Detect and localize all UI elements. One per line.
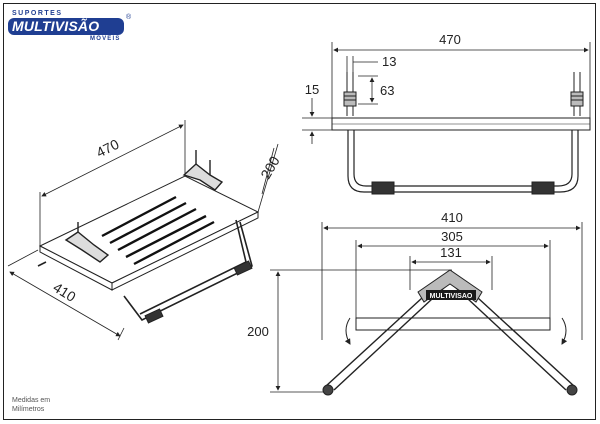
front-upright-left bbox=[343, 72, 357, 116]
iso-dim-200-line bbox=[261, 147, 275, 195]
front-dim-13-label: 13 bbox=[382, 54, 396, 69]
front-dim-470-label: 470 bbox=[439, 32, 461, 47]
side-dim-305-label: 305 bbox=[441, 229, 463, 244]
front-view bbox=[302, 42, 591, 195]
iso-dim-200-label: 200 bbox=[257, 153, 283, 181]
side-dim-410-label: 410 bbox=[441, 210, 463, 225]
logo-main-plate: MULTIVISÃO bbox=[8, 18, 124, 35]
front-upright-right bbox=[570, 72, 584, 116]
front-leg-frame bbox=[347, 130, 579, 193]
brand-logo: SUPORTES MULTIVISÃO ® MÓVEIS bbox=[8, 10, 132, 46]
side-rotation-arrow-left bbox=[344, 317, 351, 345]
units-note: Medidas em Milímetros bbox=[12, 396, 50, 414]
iso-dim-470-label: 470 bbox=[93, 136, 121, 161]
iso-bracket-front bbox=[64, 222, 110, 263]
iso-slats bbox=[101, 195, 215, 266]
side-seat-platform bbox=[355, 317, 551, 331]
drawing-frame bbox=[3, 3, 596, 420]
iso-dim-410-line bbox=[9, 271, 121, 337]
iso-foot-left bbox=[144, 308, 164, 324]
logo-registered-mark: ® bbox=[126, 14, 132, 21]
front-foot-left bbox=[371, 181, 395, 195]
iso-foot-right bbox=[233, 260, 253, 276]
front-foot-right bbox=[531, 181, 555, 195]
front-dim-63-label: 63 bbox=[380, 83, 394, 98]
iso-dim-410-label: 410 bbox=[50, 279, 78, 305]
side-dim-200-label: 200 bbox=[247, 324, 269, 339]
units-note-line1: Medidas em bbox=[12, 397, 51, 404]
isometric-view bbox=[7, 120, 279, 341]
logo-top-text: SUPORTES bbox=[12, 10, 63, 17]
side-brand-label: MULTIVISAO bbox=[430, 293, 473, 300]
iso-dim-470-line bbox=[41, 124, 184, 197]
side-rotation-arrow-right bbox=[561, 317, 568, 345]
units-note-line2: Milímetros bbox=[12, 406, 45, 413]
side-dim-131-label: 131 bbox=[440, 245, 462, 260]
front-dim-15-label: 15 bbox=[305, 82, 319, 97]
iso-bracket-back bbox=[182, 150, 224, 191]
side-view bbox=[270, 222, 583, 396]
side-brand-badge: MULTIVISAO bbox=[417, 269, 483, 303]
logo-main-text: MULTIVISÃO bbox=[12, 18, 100, 34]
logo-sub-text: MÓVEIS bbox=[90, 36, 121, 42]
